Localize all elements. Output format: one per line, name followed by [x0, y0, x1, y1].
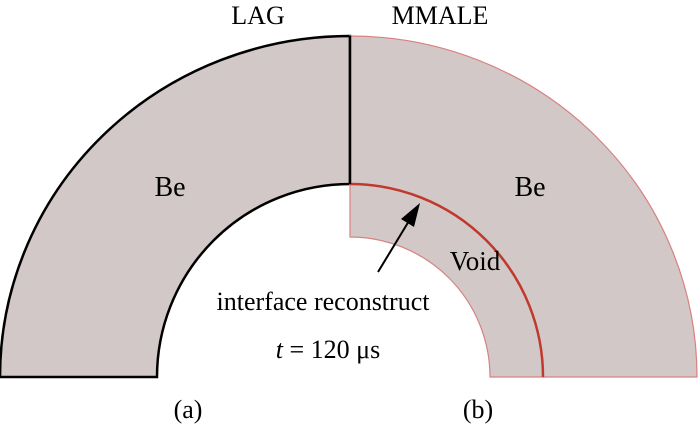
panel-b-label: (b) — [463, 395, 493, 424]
time-label: t = 120 μs — [276, 335, 380, 364]
mmale-label: MMALE — [392, 1, 489, 30]
right-be-label: Be — [514, 172, 545, 203]
time-value: = 120 μs — [283, 335, 380, 364]
interface-arrow-head — [401, 203, 420, 227]
lag-be-region — [0, 34, 352, 379]
interface-reconstruct-line — [349, 182, 545, 378]
time-variable: t — [276, 335, 284, 364]
panel-a-label: (a) — [174, 395, 203, 424]
interface-arrow — [377, 215, 413, 273]
interface-label: interface reconstruct — [217, 287, 431, 316]
lag-label: LAG — [231, 1, 284, 30]
left-be-label: Be — [154, 172, 185, 203]
void-label: Void — [450, 246, 501, 276]
